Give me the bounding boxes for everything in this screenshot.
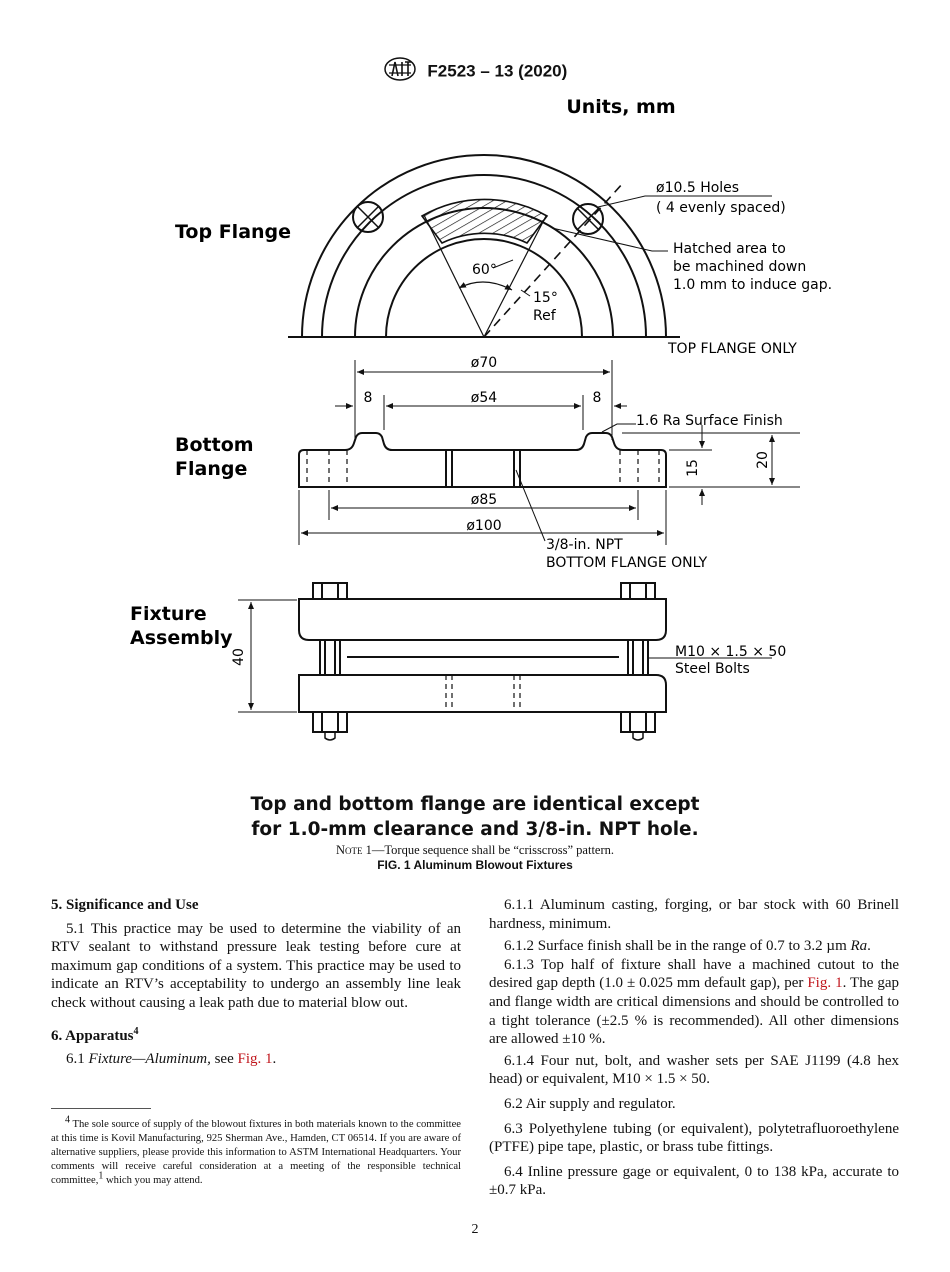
bottom-flange-drawing — [298, 360, 800, 545]
paragraph-6-4: 6.4 Inline pressure gage or equivalent, … — [489, 1163, 899, 1199]
section-6-title: 6. Apparatus4 — [51, 1025, 461, 1046]
surface-finish-callout: 1.6 Ra Surface Finish — [636, 413, 783, 429]
footnote-text: The sole source of supply of the blowout… — [51, 1119, 461, 1186]
hatched-callout-2: be machined down — [673, 259, 806, 275]
angle-ref-label: Ref — [533, 308, 557, 324]
units-label: Units, mm — [566, 96, 675, 118]
paragraph-6-1-2-ra: Ra — [850, 938, 868, 955]
top-flange-only-label: TOP FLANGE ONLY — [667, 341, 797, 357]
paragraph-6-3: 6.3 Polyethylene tubing (or equivalent),… — [489, 1120, 899, 1156]
dim-h20: 20 — [755, 451, 771, 469]
top-flange-label: Top Flange — [175, 221, 291, 243]
dim-8-right: 8 — [593, 390, 602, 406]
paragraph-6-1-4: 6.1.4 Four nut, bolt, and washer sets pe… — [489, 1052, 899, 1088]
hatched-callout-3: 1.0 mm to induce gap. — [673, 277, 832, 293]
dim-h15: 15 — [685, 459, 701, 477]
hatched-callout-1: Hatched area to — [673, 241, 786, 257]
dim-d70: ø70 — [471, 355, 497, 371]
note-label: Note 1 — [336, 843, 372, 857]
figure-note: Note 1—Torque sequence shall be “crisscr… — [0, 843, 950, 858]
paragraph-5-1: 5.1 This practice may be used to determi… — [51, 920, 461, 1011]
npt-callout-2: BOTTOM FLANGE ONLY — [546, 555, 708, 571]
paragraph-6-1-1: 6.1.1 Aluminum casting, forging, or bar … — [489, 897, 899, 932]
holes-callout-1: ø10.5 Holes — [656, 180, 739, 196]
footnote-rule — [51, 1108, 151, 1109]
fig-1-link[interactable]: Fig. 1 — [237, 1051, 273, 1068]
astm-logo-icon — [383, 56, 417, 87]
paragraph-6-1-2-end: . — [867, 938, 871, 955]
page-number: 2 — [471, 1222, 479, 1237]
figure-statement: Top and bottom flange are identical exce… — [0, 792, 950, 842]
angle-60-label: 60° — [472, 262, 497, 278]
paragraph-6-1-3-text: 6.1.3 Top half of fixture shall have a m… — [489, 956, 899, 992]
fixture-label-2: Assembly — [130, 627, 233, 649]
fixture-label-1: Fixture — [130, 603, 207, 625]
top-flange-drawing — [288, 154, 772, 338]
npt-callout-1: 3/8-in. NPT — [546, 537, 623, 553]
paragraph-6-1-italic: Fixture—Aluminum, — [88, 1051, 211, 1068]
footnote-ref-4[interactable]: 4 — [133, 1025, 139, 1037]
dim-8-left: 8 — [364, 390, 373, 406]
note-text: —Torque sequence shall be “crisscross” p… — [371, 843, 614, 857]
dim-d100: ø100 — [466, 518, 501, 534]
paragraph-6-1-3: 6.1.3 Top half of fixture shall have a m… — [489, 956, 899, 1049]
holes-callout-2: ( 4 evenly spaced) — [656, 200, 786, 216]
figure-statement-line-1: Top and bottom flange are identical exce… — [250, 794, 700, 815]
section-6-title-text: 6. Apparatus — [51, 1027, 134, 1044]
dim-d54: ø54 — [471, 390, 497, 406]
right-column: 6.1.1 Aluminum casting, forging, or bar … — [489, 896, 899, 1200]
bolts-callout-2: Steel Bolts — [675, 661, 750, 677]
dim-h40: 40 — [231, 648, 247, 666]
paragraph-6-1-number: 6.1 — [66, 1051, 85, 1068]
bolts-callout-1: M10 × 1.5 × 50 — [675, 644, 786, 660]
standard-code: F2523 – 13 (2020) — [427, 61, 568, 81]
footnote-4: 4 The sole source of supply of the blowo… — [51, 1115, 461, 1188]
fixture-assembly-drawing — [238, 582, 772, 741]
fig-1-link-2[interactable]: Fig. 1 — [807, 975, 843, 992]
figure-statement-line-2: for 1.0-mm clearance and 3/8-in. NPT hol… — [251, 819, 699, 840]
page-header: F2523 – 13 (2020) — [0, 56, 950, 87]
paragraph-6-1-see: see — [214, 1051, 234, 1068]
paragraph-6-1-end: . — [272, 1051, 277, 1068]
figure-caption: FIG. 1 Aluminum Blowout Fixtures — [377, 858, 573, 872]
paragraph-6-1: 6.1 Fixture—Aluminum, see Fig. 1. — [51, 1050, 461, 1069]
angle-15-label: 15° — [533, 290, 558, 306]
footnote-end: which you may attend. — [103, 1175, 203, 1186]
footnote-ref-1[interactable]: 1 — [98, 1170, 104, 1182]
paragraph-6-1-3-rest: . The gap and flange width are critical … — [489, 975, 900, 1048]
figure-1-drawing: Units, mm Top Flange ø10.5 Holes ( 4 eve… — [130, 96, 832, 741]
section-5-title: 5. Significance and Use — [51, 897, 199, 913]
bottom-flange-label-2: Flange — [175, 458, 247, 480]
footnote-number: 4 — [65, 1114, 70, 1126]
paragraph-6-1-2-text: 6.1.2 Surface finish shall be in the ran… — [504, 938, 847, 955]
dim-d85: ø85 — [471, 492, 497, 508]
paragraph-6-1-2: 6.1.2 Surface finish shall be in the ran… — [489, 937, 899, 956]
paragraph-6-2: 6.2 Air supply and regulator. — [504, 1095, 676, 1112]
left-column: 5. Significance and Use 5.1 This practic… — [51, 896, 461, 1069]
bottom-flange-label-1: Bottom — [175, 434, 254, 456]
